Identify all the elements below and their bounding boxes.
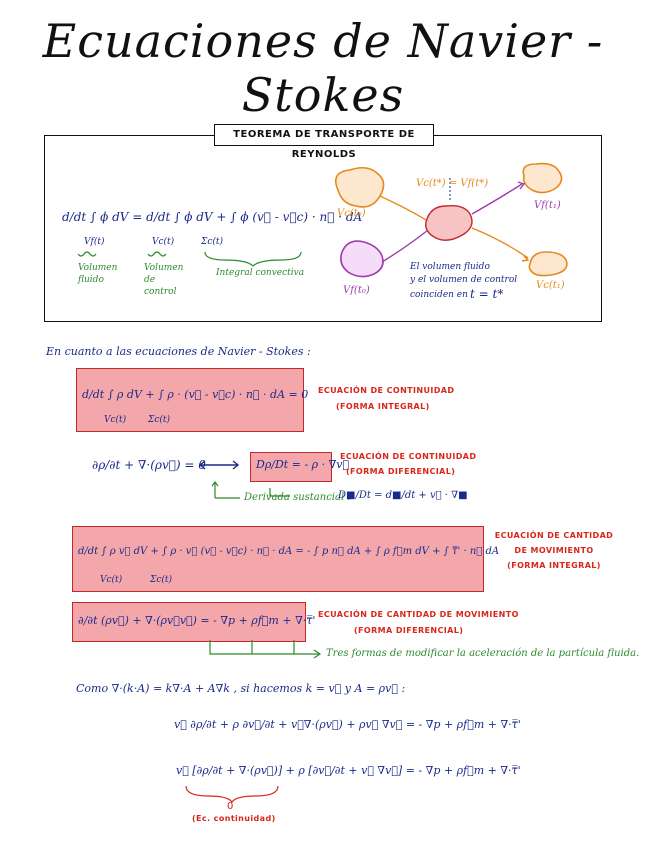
momentum-integral-box — [72, 526, 484, 592]
continuity-integral-eq: d/dt ∫ ρ dV + ∫ ρ · (v⃗ - v⃗c) · n⃗ · dA… — [82, 388, 309, 401]
continuity-diff-left: ∂ρ/∂t + ∇·(ρv⃗) = 0 — [92, 458, 206, 472]
continuity-integral-label1: ECUACIÓN DE CONTINUIDAD — [318, 386, 455, 395]
momentum-integral-label2: DE MOVIMIENTO — [514, 546, 594, 555]
momentum-integral-label3: (FORMA INTEGRAL) — [507, 561, 601, 570]
momentum-integral-sub-vc: Vc(t) — [100, 575, 123, 585]
rtt-label-vc: Volumen de control — [144, 263, 184, 297]
diagram-vc-t0: Vc(t₀) — [337, 208, 366, 219]
diagram-vf-t0: Vf(t₀) — [343, 285, 370, 296]
diagram-vc-t1: Vc(t₁) — [536, 280, 565, 291]
momentum-diff-box — [72, 602, 306, 642]
momentum-integral-label1: ECUACIÓN DE CANTIDAD — [494, 531, 614, 540]
continuity-zero: 0 — [227, 801, 234, 812]
material-derivative-label: Derivada sustancial : — [244, 492, 351, 503]
rtt-equation: d/dt ∫ ϕ dV = d/dt ∫ ϕ dV + ∫ ϕ (v⃗ - v⃗… — [62, 210, 363, 224]
diagram-note-line2: y el volumen de control — [410, 275, 518, 285]
momentum-diff-label2: (FORMA DIFERENCIAL) — [354, 626, 464, 635]
derivation-eq1: v⃗ ∂ρ/∂t + ρ ∂v⃗/∂t + v⃗∇·(ρv⃗) + ρv⃗ ∇v… — [174, 718, 521, 731]
continuity-integral-sub-sc: Σc(t) — [148, 415, 171, 425]
derivation-eq2: v⃗ [∂ρ/∂t + ∇·(ρv⃗)] + ρ [∂v⃗/∂t + v⃗ ∇v… — [176, 764, 521, 777]
continuity-zero-label: (Ec. continuidad) — [192, 814, 276, 823]
rtt-sub-vc: Vc(t) — [152, 237, 175, 247]
diagram-note-line3: coinciden en — [410, 290, 468, 300]
continuity-integral-box — [76, 368, 304, 432]
momentum-diff-note: Tres formas de modificar la aceleración … — [326, 648, 640, 659]
momentum-integral-eq: d/dt ∫ ρ v⃗ dV + ∫ ρ · v⃗ (v⃗ - v⃗c) · n… — [78, 546, 500, 557]
continuity-diff-boxed: Dρ/Dt = - ρ · ∇v⃗ — [256, 458, 350, 471]
diagram-vf-t1: Vf(t₁) — [534, 200, 561, 211]
rtt-sub-vf: Vf(t) — [84, 237, 105, 247]
continuity-diff-box — [250, 452, 332, 482]
diagram-note-time: t = t* — [470, 287, 504, 301]
rtt-label-int: Integral convectiva — [216, 268, 305, 278]
rtt-sub-sc: Σc(t) — [201, 237, 224, 247]
diagram-note-line1: El volumen fluido — [410, 262, 490, 272]
diagram-equality: Vc(t*) = Vf(t*) — [416, 178, 489, 189]
continuity-integral-sub-vc: Vc(t) — [104, 415, 127, 425]
derivation-intro: Como ∇·(k·A) = k∇·A + A∇k , si hacemos k… — [76, 682, 406, 695]
continuity-diff-label1: ECUACIÓN DE CONTINUIDAD — [340, 452, 477, 461]
rtt-label-vf: Volumen fluido — [78, 263, 118, 285]
momentum-diff-eq: ∂/∂t (ρv⃗) + ∇·(ρv⃗v⃗) = - ∇p + ρf⃗m + ∇… — [78, 614, 316, 627]
momentum-integral-sub-sc: Σc(t) — [150, 575, 173, 585]
continuity-diff-label2: (FORMA DIFERENCIAL) — [346, 467, 456, 476]
material-derivative-eq: D■/Dt = d■/dt + v⃗ · ∇■ — [338, 490, 468, 501]
page-title: Ecuaciones de Navier - Stokes — [42, 14, 604, 122]
ns-intro: En cuanto a las ecuaciones de Navier - S… — [46, 345, 311, 358]
momentum-diff-label1: ECUACIÓN DE CANTIDAD DE MOVIMIENTO — [318, 610, 519, 619]
rtt-box-title: TEOREMA DE TRANSPORTE DE REYNOLDS — [214, 124, 434, 160]
continuity-integral-label2: (FORMA INTEGRAL) — [336, 402, 430, 411]
